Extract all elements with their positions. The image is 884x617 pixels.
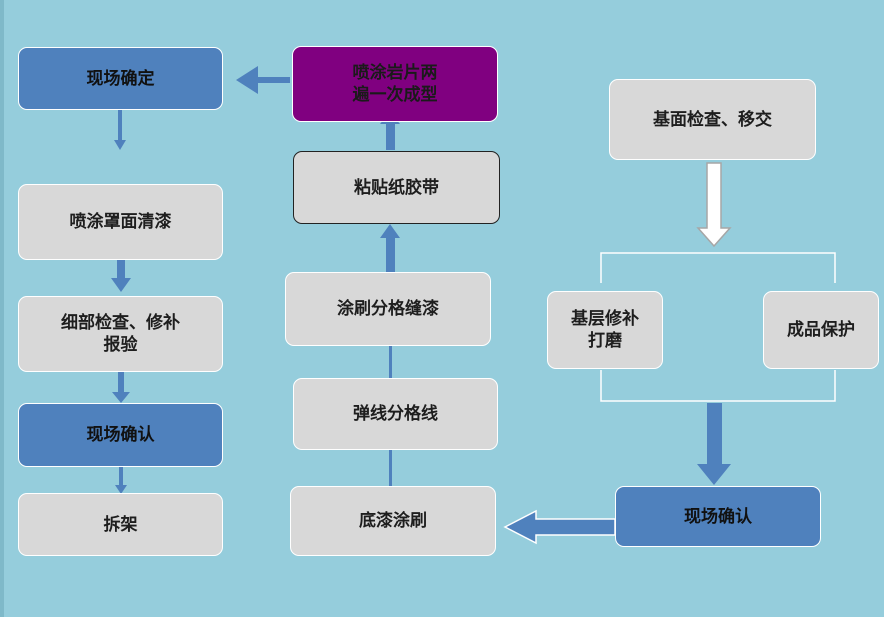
arrow-to-right-confirm — [697, 403, 731, 485]
arrowhead-confirm-to-cover — [114, 140, 126, 150]
node-spray-cover: 喷涂罩面清漆 — [18, 184, 223, 260]
bracket-merge — [600, 370, 836, 402]
node-detail-check: 细部检查、修补 报验 — [18, 296, 223, 372]
node-site-confirm-top: 现场确定 — [18, 47, 223, 110]
left-edge-line — [0, 0, 4, 617]
arrow-grid-to-tape — [380, 224, 400, 272]
node-product-protect: 成品保护 — [763, 291, 879, 369]
node-tape: 粘贴纸胶带 — [293, 151, 500, 224]
arrow-confirm-to-dismantle — [115, 467, 127, 494]
bracket-split — [600, 252, 836, 283]
node-dismantle: 拆架 — [18, 493, 223, 556]
line-confirm-to-cover — [118, 110, 122, 140]
node-site-confirm-mid: 现场确认 — [18, 403, 223, 467]
node-base-repair: 基层修补 打磨 — [547, 291, 663, 369]
arrow-base-check-down — [696, 162, 732, 248]
arrow-cover-to-detail — [111, 260, 131, 292]
node-base-check: 基面检查、移交 — [609, 79, 816, 160]
node-grid-paint: 涂刷分格缝漆 — [285, 272, 491, 346]
arrow-detail-to-confirm — [112, 372, 130, 403]
arrow-rock-to-confirm — [236, 66, 290, 94]
node-snap-line: 弹线分格线 — [293, 378, 498, 450]
line-primer-to-snap — [389, 450, 392, 486]
node-spray-rock: 喷涂岩片两 遍一次成型 — [292, 46, 498, 122]
node-site-confirm-right: 现场确认 — [615, 486, 821, 547]
node-primer: 底漆涂刷 — [290, 486, 496, 556]
line-snap-to-grid — [389, 346, 392, 378]
arrow-confirm-to-primer — [503, 509, 616, 545]
